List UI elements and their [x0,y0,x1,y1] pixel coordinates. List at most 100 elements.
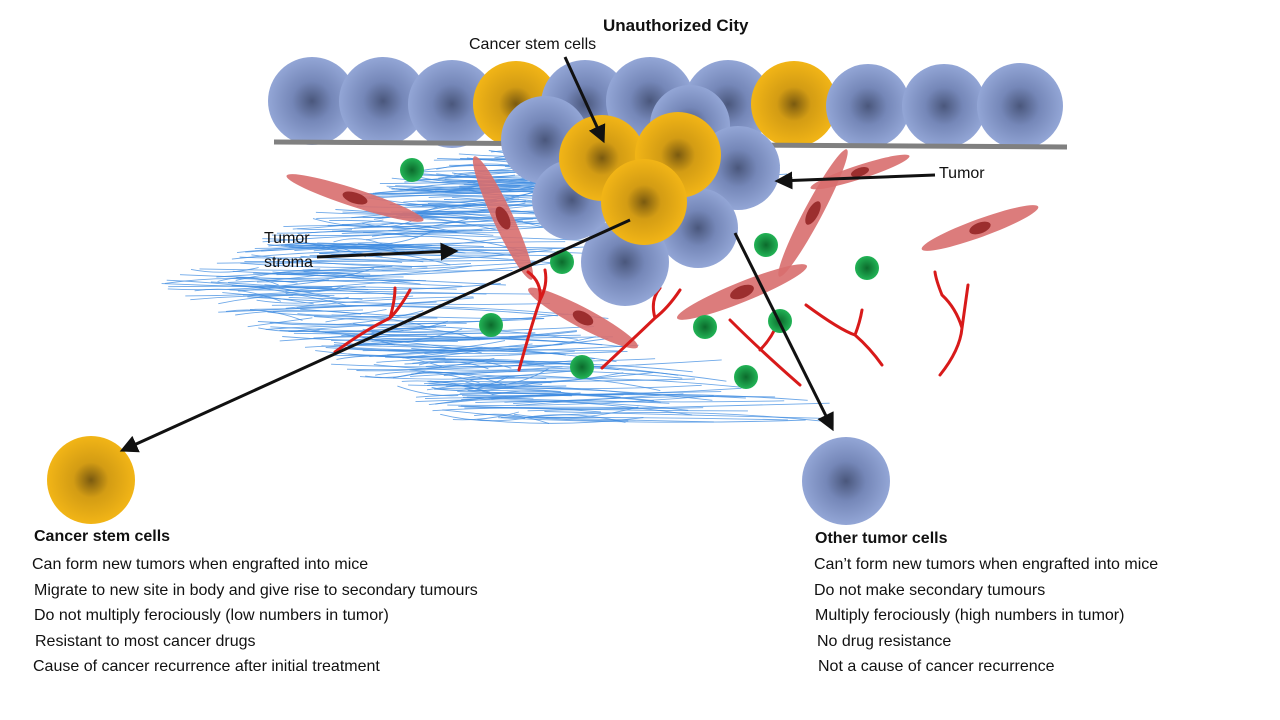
right-panel-item: Not a cause of cancer recurrence [818,658,1055,676]
epithelial-cell [339,57,427,145]
stroma-fiber [434,358,656,362]
stroma-fiber [415,392,661,403]
stroma-fiber [325,347,628,355]
stroma-fiber [369,344,563,357]
left-panel-list: Can form new tumors when engrafted into … [32,552,478,680]
stroma-fiber [185,285,366,297]
stroma-fiber [297,222,394,231]
cancer-stem-cell-enlarged [47,436,135,524]
immune-cell [570,355,594,379]
stroma-fiber [475,401,689,411]
stroma-fiber [298,330,495,335]
fibroblast-nucleus [851,167,869,177]
immune-cell [693,315,717,339]
stroma-fiber [297,308,387,316]
arrow-tumor-label [774,171,936,190]
stroma-fiber [492,390,571,396]
epithelial-cell [408,60,496,148]
stroma-fiber [534,412,833,423]
arrow-stroma-label [316,242,459,261]
tumor-cell-enlarged [802,437,890,525]
fibroblast [921,205,1039,251]
stroma-fiber [498,417,806,423]
stroma-fiber [276,229,353,234]
stroma-fiber [312,218,389,228]
stroma-fiber [445,372,654,387]
blood-vessel [517,268,548,372]
stroma-fiber [415,198,520,213]
stroma-fiber [442,409,629,422]
stroma-fiber [242,292,535,296]
left-panel-item: Do not multiply ferociously (low numbers… [34,607,389,625]
stroma-fiber [469,377,740,388]
fibroblast-nucleus [495,206,511,230]
stroma-fiber [271,304,558,317]
label-tumor-stroma-line1: Tumor [264,230,310,247]
stroma-fiber [459,392,654,402]
blood-vessel [804,303,884,367]
stroma-fiber [424,397,534,400]
stroma-fiber [262,238,340,253]
fibroblast-nucleus [342,191,368,205]
stroma-fiber [331,245,597,252]
stroma-fiber [235,268,321,281]
stroma-fiber [429,372,624,385]
stroma-fiber [462,391,722,398]
stroma-fiber [285,292,346,306]
stroma-fiber [443,370,683,379]
stroma-fiber [216,266,386,278]
stroma-fiber [314,316,545,323]
stroma-fiber [544,411,829,419]
stroma-fiber [452,411,520,421]
stroma-fiber [279,326,595,333]
left-panel-item: Migrate to new site in body and give ris… [34,581,478,599]
stroma-fiber [166,279,271,290]
stroma-fiber [315,204,541,215]
arrows [119,56,936,453]
fibroblast-nucleus [969,221,991,235]
stroma-fiber [373,364,563,371]
stroma-fiber [404,361,679,376]
stroma-fiber [168,285,457,290]
stem-cell-epithelial [751,61,837,147]
blood-vessel [333,286,412,354]
arrow-csc-label [563,56,606,144]
stroma-fiber [218,301,437,313]
stroma-fiber [329,219,457,233]
left-panel-item: Can form new tumors when engrafted into … [32,556,369,573]
left-panel-heading: Cancer stem cells [34,528,171,545]
stroma-fiber [447,395,714,406]
stroma-fiber [365,370,426,378]
stroma-fiber [257,313,569,326]
stroma-fiber [259,286,363,300]
immune-cell [754,233,778,257]
fibroblast-nucleus [730,284,754,300]
stroma-fiber [319,253,424,263]
right-panel-heading: Other tumor cells [815,530,948,547]
stroma-fiber [546,417,714,423]
fibroblast [676,264,808,320]
stroma-fiber [244,259,517,262]
immune-cell [550,250,574,274]
stroma-fiber [411,336,596,352]
right-panel-item: Multiply ferociously (high numbers in tu… [815,607,1125,625]
label-tumor: Tumor [939,165,985,182]
stroma-fiber [256,279,427,283]
fibroblasts [286,149,1039,349]
stroma-fiber [300,308,544,319]
fibroblast-nucleus [805,201,821,225]
stroma-fiber [346,358,595,371]
right-panel-item: No drug resistance [817,632,952,650]
stroma-fiber [218,294,294,305]
stroma-fiber [295,237,504,248]
epithelial-cell [826,64,910,148]
stroma-fiber [325,317,431,329]
fibroblast [286,174,424,222]
cancer-stem-cell [601,159,687,245]
epithelial-cell [977,63,1063,149]
fibroblast [778,149,848,277]
stroma-fiber [278,285,344,293]
stroma-fiber [275,259,403,265]
stroma-fiber [253,262,558,276]
